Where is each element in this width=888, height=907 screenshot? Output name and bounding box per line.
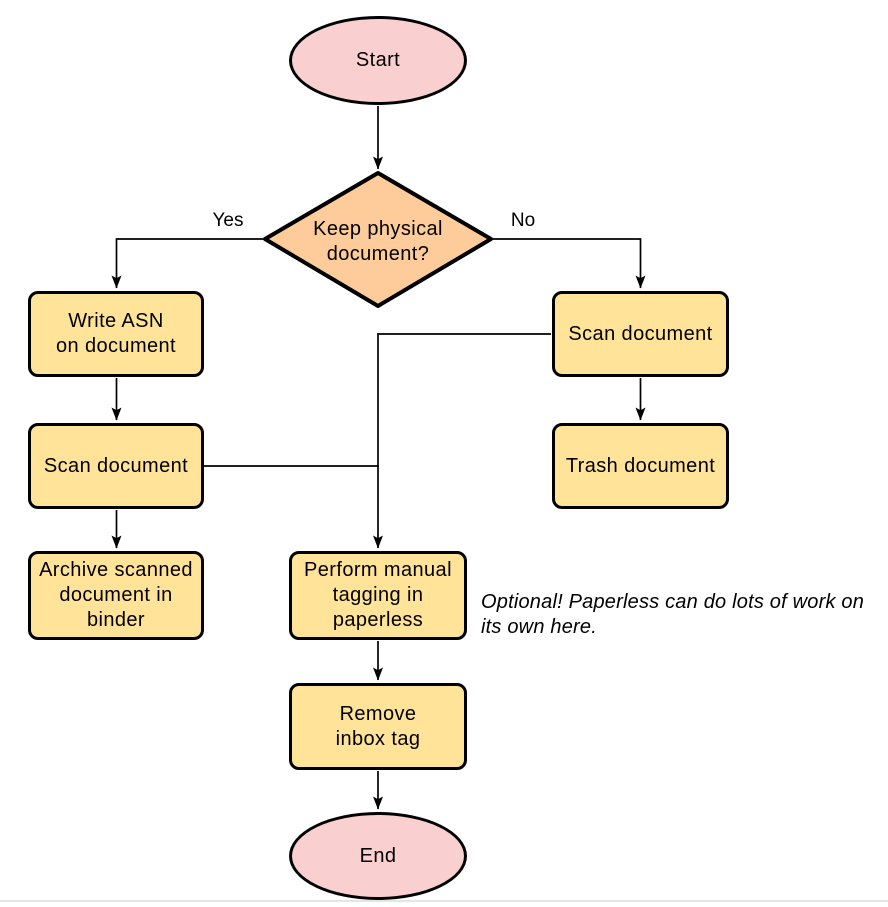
edge-decision-yes-to-write-asn xyxy=(111,238,263,289)
node-archive-binder-label: Archive scanned document in binder xyxy=(39,559,193,631)
node-start: Start xyxy=(289,16,467,105)
node-scan-document-left-label: Scan document xyxy=(43,454,189,477)
node-trash-document: Trash document xyxy=(552,423,729,509)
edge-scan-right-to-tagging xyxy=(373,333,551,549)
node-start-label: Start xyxy=(355,49,401,71)
bottom-divider xyxy=(0,900,888,902)
node-scan-document-right-label: Scan document xyxy=(568,322,713,345)
node-end-label: End xyxy=(359,844,397,867)
edge-decision-no-to-scan-right xyxy=(493,238,646,289)
annotation-note: Optional! Paperless can do lots of work … xyxy=(481,591,865,638)
node-perform-tagging-label: Perform manual tagging in paperless xyxy=(304,559,452,631)
node-archive-binder: Archive scanned document in binder xyxy=(28,551,204,640)
edge-label-yes: Yes xyxy=(212,210,244,231)
decision-diamond-shape xyxy=(263,171,493,308)
node-decision-label: Keep physical document? xyxy=(313,218,443,265)
edges-group xyxy=(111,106,646,810)
edge-label-no: No xyxy=(510,210,536,231)
node-perform-tagging: Perform manual tagging in paperless xyxy=(289,551,467,640)
node-trash-document-label: Trash document xyxy=(565,454,716,477)
node-write-asn: Write ASN on document xyxy=(28,291,204,377)
node-remove-inbox-tag-label: Remove inbox tag xyxy=(335,702,421,750)
node-scan-document-right: Scan document xyxy=(552,291,729,377)
node-remove-inbox-tag: Remove inbox tag xyxy=(289,683,467,770)
node-scan-document-left: Scan document xyxy=(28,423,204,509)
node-end: End xyxy=(289,812,467,900)
node-write-asn-label: Write ASN on document xyxy=(55,310,177,357)
